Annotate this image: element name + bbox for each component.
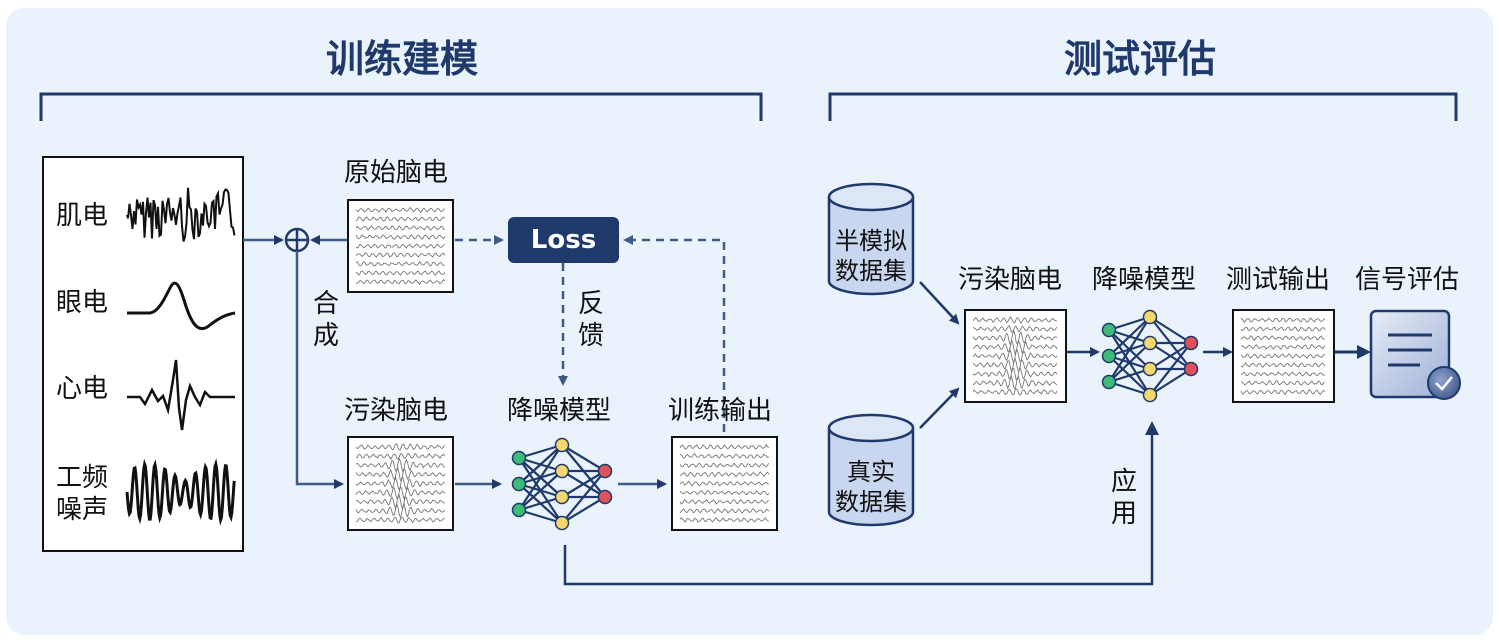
line-noise-label-1: 工频 — [56, 463, 109, 493]
denoise-model-network-icon — [511, 437, 613, 531]
test-contaminated-eeg-signal-box — [964, 309, 1067, 403]
semi-simulated-dataset-icon — [827, 182, 915, 296]
apply-label-1: 应 — [1110, 467, 1137, 497]
ecg-label: 心电 — [56, 374, 109, 404]
ecg-waveform — [127, 359, 235, 431]
line-noise-label-2: 噪声 — [56, 495, 109, 525]
apply-label-2: 用 — [1110, 499, 1137, 529]
raw-eeg-label: 原始脑电 — [344, 158, 449, 188]
combine-label-1: 合 — [312, 289, 339, 319]
training-output-label: 训练输出 — [668, 396, 773, 426]
test-contaminated-eeg-label: 污染脑电 — [958, 265, 1063, 295]
emg-waveform — [126, 187, 236, 242]
arrow-combine-to-contaminated — [295, 251, 344, 489]
test-denoise-model-label: 降噪模型 — [1092, 265, 1197, 295]
arrow-output-to-loss — [623, 235, 726, 432]
emg-label: 肌电 — [56, 201, 109, 231]
semi-simulated-label-2: 数据集 — [835, 257, 907, 285]
test-denoise-model-network-icon — [1101, 309, 1199, 403]
contaminated-eeg-label: 污染脑电 — [344, 396, 449, 426]
signal-evaluation-label: 信号评估 — [1355, 265, 1460, 295]
arrow-real-to-contaminated — [919, 387, 960, 429]
contaminated-eeg-signal-box — [347, 436, 454, 531]
real-dataset-icon — [827, 413, 915, 527]
feedback-label-2: 馈 — [577, 321, 604, 351]
real-dataset-label-2: 数据集 — [835, 488, 907, 516]
line-noise-waveform — [125, 458, 236, 526]
testing-section-title: 测试评估 — [1064, 37, 1217, 81]
arrow-semi-to-contaminated — [919, 281, 960, 325]
denoise-model-label: 降噪模型 — [507, 396, 612, 426]
feedback-label-1: 反 — [577, 289, 604, 319]
loss-box: Loss — [508, 217, 619, 263]
test-output-label: 测试输出 — [1226, 265, 1331, 295]
raw-eeg-signal-box — [347, 199, 454, 293]
eog-label: 眼电 — [56, 288, 109, 318]
combine-operator — [284, 227, 310, 253]
signal-evaluation-icon — [1369, 309, 1461, 400]
combine-label-2: 成 — [312, 321, 339, 351]
eog-waveform — [127, 281, 236, 331]
training-output-signal-box — [671, 436, 778, 531]
training-bracket — [39, 92, 763, 121]
semi-simulated-label-1: 半模拟 — [835, 227, 907, 255]
test-output-signal-box — [1232, 309, 1335, 403]
arrow-apply — [563, 421, 1159, 586]
real-dataset-label-1: 真实 — [847, 458, 895, 486]
training-section-title: 训练建模 — [326, 37, 479, 81]
testing-bracket — [828, 92, 1458, 121]
